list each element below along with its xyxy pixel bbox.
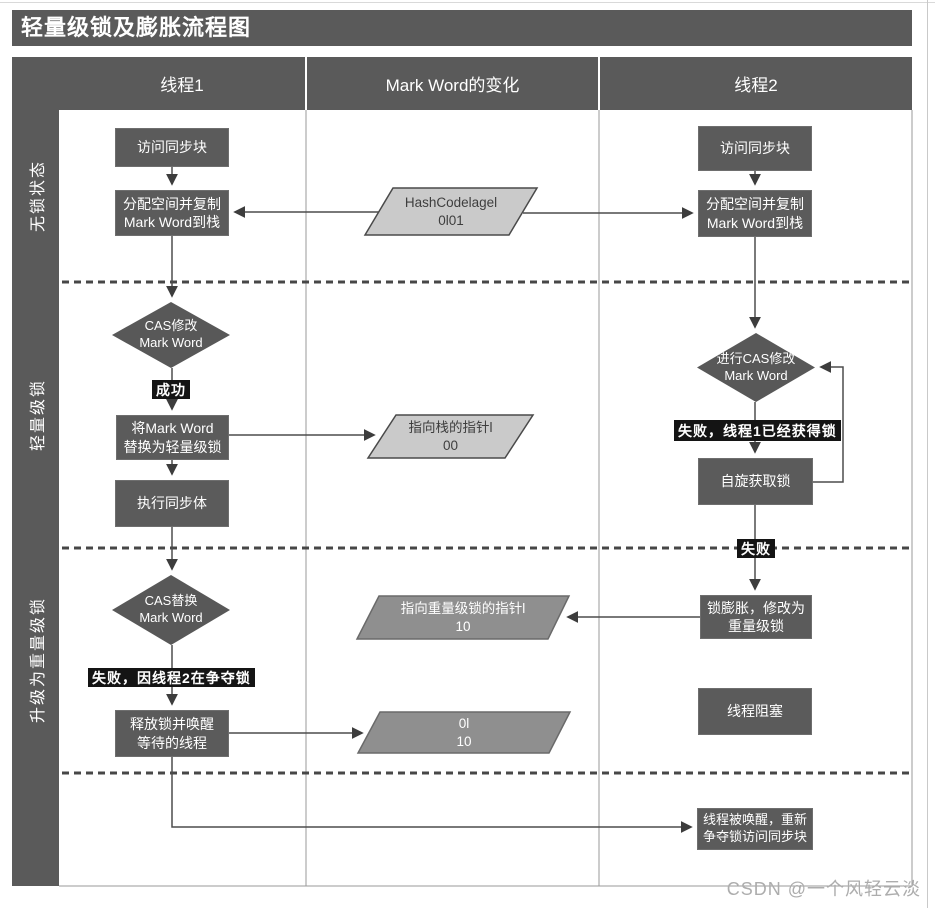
decision-t1-cas-replace: CAS替换 Mark Word (112, 575, 230, 645)
column-header-thread1: 线程1 (59, 57, 305, 110)
node-t2-alloc-copy: 分配空间并复制 Mark Word到栈 (698, 190, 812, 237)
section-label-lightweight: 轻量级锁 (30, 378, 47, 452)
node-t1-access-sync: 访问同步块 (115, 128, 229, 167)
edge-label-fail: 失败 (737, 539, 775, 558)
section-label-upgrade-heavy: 升级为重量级锁 (30, 596, 47, 724)
edge-label-fail-contend: 失败，因线程2在争夺锁 (88, 668, 255, 687)
decision-t1-cas-modify: CAS修改 Mark Word (112, 302, 230, 368)
column-header-thread2: 线程2 (600, 57, 912, 110)
section-label-lockless: 无锁状态 (30, 159, 47, 233)
node-t1-replace-lightweight: 将Mark Word 替换为轻量级锁 (116, 415, 229, 460)
markword-stack-ptr-text: 指向栈的指针l 00 (408, 419, 493, 453)
markword-heavy-ptr-text: 指向重量级锁的指针l 10 (400, 600, 526, 634)
node-t1-release-wake: 释放锁并唤醒 等待的线程 (115, 710, 229, 757)
diagram-title: 轻量级锁及膨胀流程图 (12, 10, 912, 46)
markword-hashcode-text: HashCodelagel 0l01 (404, 194, 498, 228)
node-t2-lock-inflate: 锁膨胀，修改为 重量级锁 (700, 595, 812, 639)
markword-shapes (355, 187, 572, 754)
node-t2-spin-acquire: 自旋获取锁 (698, 458, 813, 505)
node-t1-execute-sync: 执行同步体 (115, 480, 229, 527)
csdn-watermark: CSDN @一个风轻云淡 (726, 879, 921, 899)
node-t1-alloc-copy: 分配空间并复制 Mark Word到栈 (115, 190, 229, 236)
decision-t2-cas-modify: 进行CAS修改 Mark Word (697, 333, 815, 402)
node-t2-access-sync: 访问同步块 (698, 126, 812, 171)
markword-bits-text: 0l 10 (456, 715, 472, 749)
node-t2-thread-wakeup: 线程被唤醒，重新 争夺锁访问同步块 (697, 808, 813, 850)
section-sidebar (12, 57, 59, 886)
column-header-markword: Mark Word的变化 (307, 57, 598, 110)
edge-label-fail-t1-got-lock: 失败，线程1已经获得锁 (674, 420, 841, 441)
page-border-right (927, 0, 928, 908)
node-t2-thread-block: 线程阻塞 (698, 688, 812, 735)
page-border-top (0, 2, 935, 3)
edge-label-success: 成功 (152, 380, 190, 399)
